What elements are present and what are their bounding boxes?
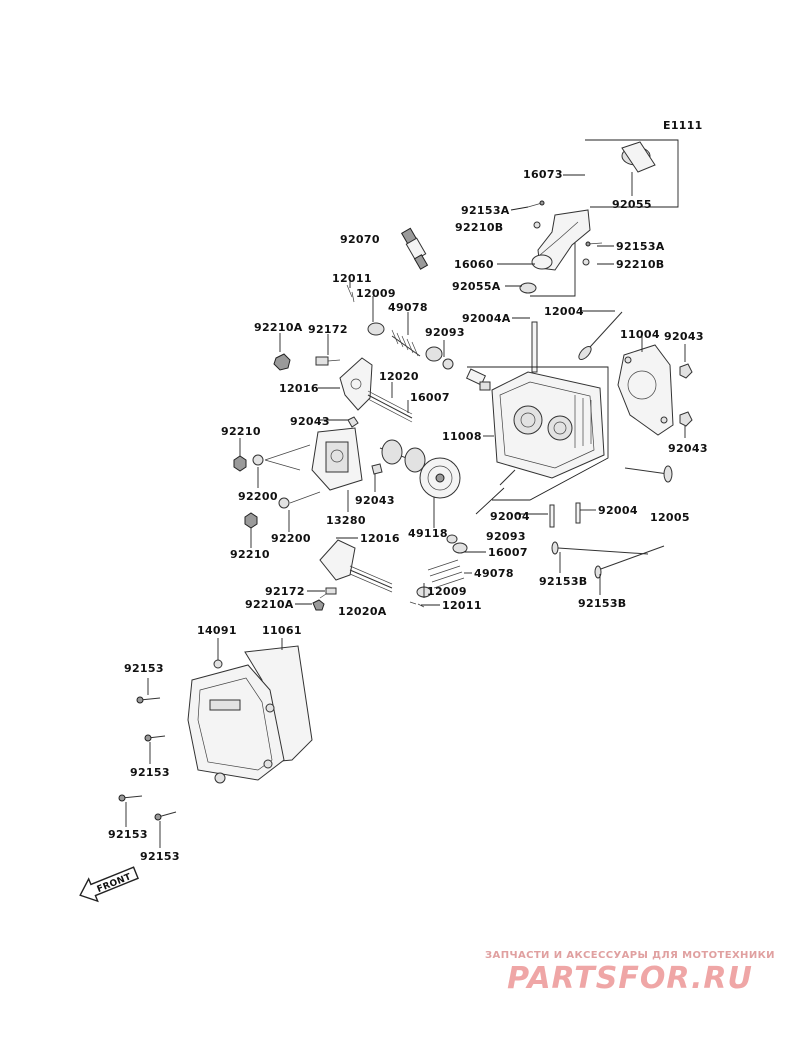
diagram-ref-code: E1111 [663,119,703,132]
cylinder-head-cover-group [187,645,313,784]
front-arrow-icon: FRONT [79,866,139,903]
label-12016-2: 12016 [360,532,400,545]
label-11008: 11008 [442,430,482,443]
label-92210a-1: 92210A [254,321,303,334]
rocker-arm-group [233,357,461,529]
label-92200-2: 92200 [271,532,311,545]
watermark-brand: PARTSFOR.RU [507,961,753,996]
label-14091: 14091 [197,624,237,637]
label-92093-1: 92093 [425,326,465,339]
label-16007-2: 16007 [488,546,528,559]
label-49118: 49118 [408,527,448,540]
exhaust-valve-12005 [624,467,669,475]
label-11061: 11061 [262,624,302,637]
rocker-shaft-12020 [367,394,413,419]
label-92153b-1: 92153B [539,575,587,588]
label-92043-3: 92043 [668,442,708,455]
label-12005: 12005 [650,511,690,524]
label-92210-1: 92210 [221,425,261,438]
label-92055: 92055 [612,198,652,211]
cover-bolts-92153 [118,696,177,821]
label-92210a-2: 92210A [245,598,294,611]
label-92004-2: 92004 [598,504,638,517]
label-92055a: 92055A [452,280,501,293]
label-92153-3: 92153 [108,828,148,841]
label-92004a: 92004A [462,312,511,325]
valve-train-upper [273,284,623,373]
cover-gasket-11061 [244,645,313,763]
label-12011-1: 12011 [332,272,372,285]
label-92153-2: 92153 [130,766,170,779]
cylinder-head-cover-14091 [187,664,285,781]
label-12009-2: 12009 [427,585,467,598]
label-12020-1: 12020 [379,370,419,383]
label-92043-1: 92043 [664,330,704,343]
label-92043-4: 92043 [355,494,395,507]
label-12020a: 12020A [338,605,387,618]
label-16007-1: 16007 [410,391,450,404]
label-92172-2: 92172 [265,585,305,598]
label-92210b-2: 92210B [616,258,664,271]
label-92004-1: 92004 [490,510,530,523]
oring-92055a [519,282,537,294]
label-92210-2: 92210 [230,548,270,561]
label-92153b-2: 92153B [578,597,626,610]
cylinder-head-11008 [465,366,609,501]
dowel-92043 [679,363,693,379]
label-92093-2: 92093 [486,530,526,543]
label-49078-1: 49078 [388,301,428,314]
label-11004: 11004 [620,328,660,341]
head-gasket-11004 [617,344,674,436]
label-92043-2: 92043 [290,415,330,428]
label-12009-1: 12009 [356,287,396,300]
label-92153-1: 92153 [124,662,164,675]
label-12016-1: 12016 [279,382,319,395]
spark-plug-92070 [400,227,429,270]
label-92200-1: 92200 [238,490,278,503]
watermark-tagline: ЗАПЧАСТИ И АКСЕССУАРЫ ДЛЯ МОТОТЕХНИКИ [485,950,775,961]
label-92153-4: 92153 [140,850,180,863]
rocker-arm-12016-lower [319,539,356,581]
label-92070: 92070 [340,233,380,246]
label-49078-2: 49078 [474,567,514,580]
intake-pipe-16060 [537,209,591,271]
valve-train-lower [312,502,665,611]
label-12011-2: 12011 [442,599,482,612]
label-92172-1: 92172 [308,323,348,336]
rocker-shaft-12020a [349,569,393,589]
intake-group [400,139,679,297]
label-13280: 13280 [326,514,366,527]
label-92153a-1: 92153A [461,204,510,217]
watermark: ЗАПЧАСТИ И АКСЕССУАРЫ ДЛЯ МОТОТЕХНИКИ PA… [480,950,780,996]
label-16060: 16060 [454,258,494,271]
label-16073: 16073 [523,168,563,181]
rocker-arm-12016 [339,357,373,411]
label-92210b-1: 92210B [455,221,503,234]
label-92153a-2: 92153A [616,240,665,253]
label-12004-1: 12004 [544,305,584,318]
